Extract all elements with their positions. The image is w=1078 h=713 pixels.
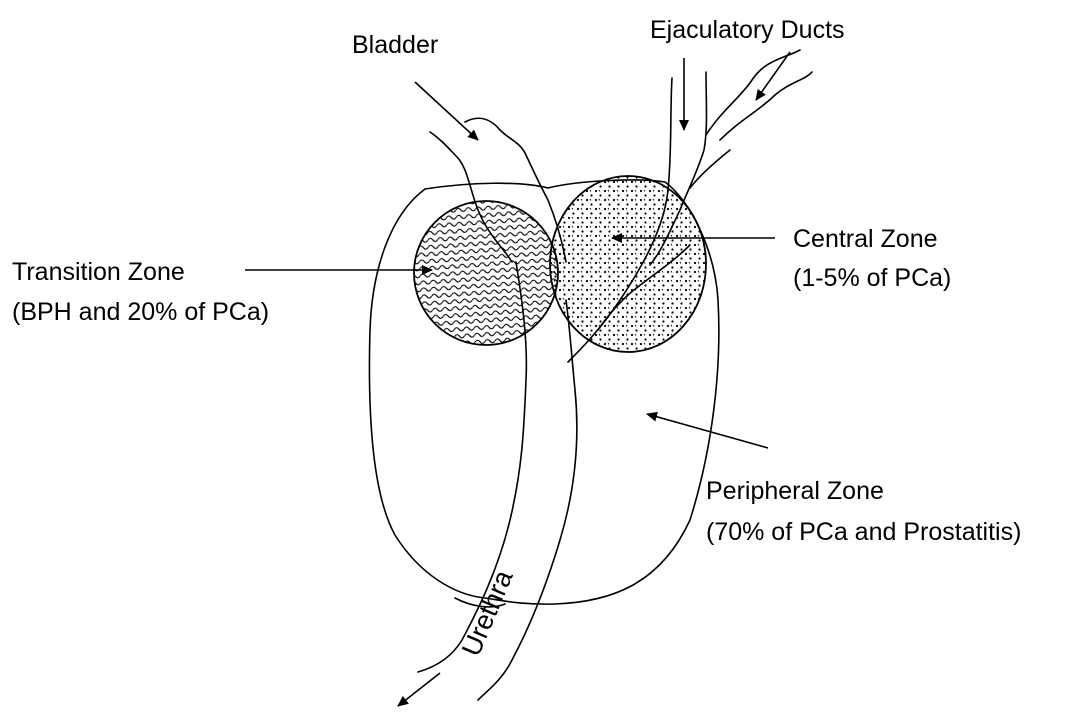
urethra-right-wall xyxy=(478,300,577,700)
transition-zone-circle xyxy=(414,201,558,345)
ejaculatory-ducts-label: Ejaculatory Ducts xyxy=(650,16,845,44)
bladder-label: Bladder xyxy=(352,31,438,59)
central-zone-note: (1-5% of PCa) xyxy=(793,264,951,292)
transition-zone-note: (BPH and 20% of PCa) xyxy=(12,298,269,326)
urethra-arrow xyxy=(398,673,440,706)
ejaculatory-duct-outer xyxy=(690,50,812,188)
peripheral-zone-label: Peripheral Zone xyxy=(706,477,884,505)
urethra-label: Urethra xyxy=(456,565,519,661)
peripheral-zone-arrow xyxy=(647,414,768,448)
ejaculatory-ducts-arrow-right xyxy=(756,52,790,100)
central-zone-label: Central Zone xyxy=(793,225,938,253)
transition-zone-label: Transition Zone xyxy=(12,258,185,286)
bladder-arrow xyxy=(415,82,478,140)
peripheral-zone-note: (70% of PCa and Prostatitis) xyxy=(706,518,1021,546)
